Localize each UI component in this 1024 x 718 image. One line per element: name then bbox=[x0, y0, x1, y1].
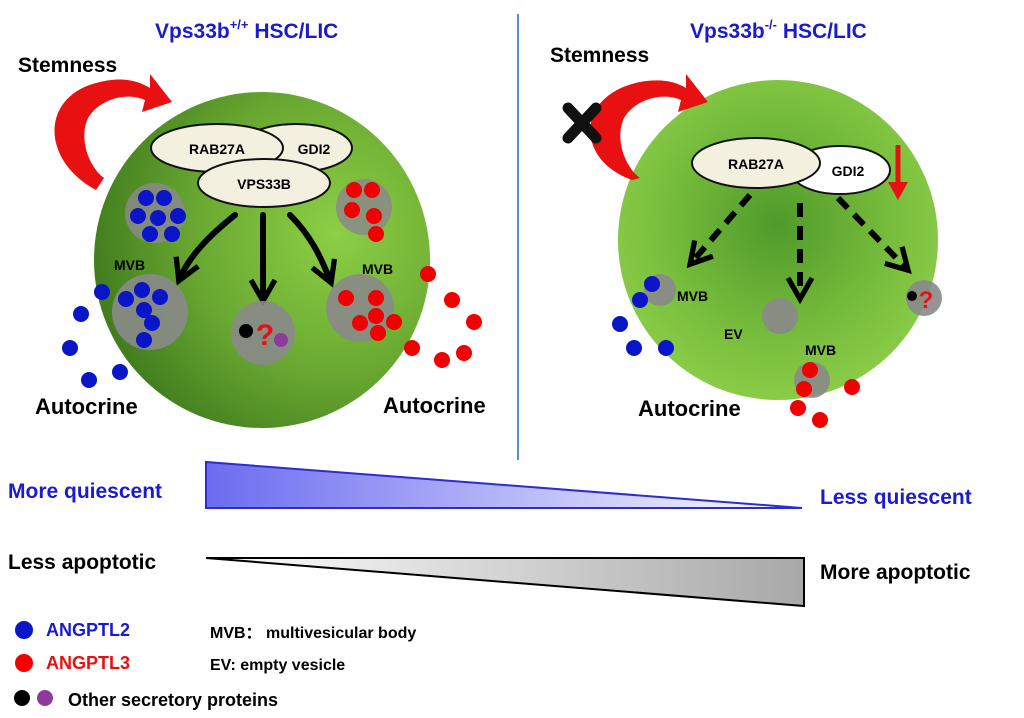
legend-angptl2-label: ANGPTL2 bbox=[46, 620, 130, 640]
more-apoptotic-label: More apoptotic bbox=[820, 561, 971, 584]
right-rab27a-label: RAB27A bbox=[728, 156, 784, 172]
legend-angptl3-label: ANGPTL3 bbox=[46, 653, 130, 673]
right-question-mark: ? bbox=[919, 287, 934, 314]
block-x-icon bbox=[562, 102, 602, 144]
left-panel: Vps33b+/+ HSC/LIC Stemness RAB27A GDI2 V… bbox=[18, 17, 486, 428]
left-mvb-label-2: MVB bbox=[362, 261, 393, 277]
apoptosis-gradient: Less apoptotic More apoptotic bbox=[8, 551, 971, 608]
right-mvb-label-2: MVB bbox=[805, 342, 836, 358]
legend-other-black-swatch bbox=[14, 690, 30, 706]
legend-other-label: Other secretory proteins bbox=[68, 690, 278, 710]
right-rab27a-ellipse bbox=[691, 137, 821, 189]
legend: ANGPTL2 ANGPTL3 Other secretory proteins… bbox=[14, 620, 416, 710]
left-vps33b-label: VPS33B bbox=[237, 176, 291, 192]
left-autocrine-1: Autocrine bbox=[35, 394, 138, 419]
left-vesicle-question bbox=[231, 301, 295, 365]
legend-angptl3-swatch bbox=[15, 654, 33, 672]
quiescence-gradient: More quiescent Less quiescent bbox=[8, 460, 972, 509]
apoptosis-wedge bbox=[205, 557, 805, 608]
right-ev-label: EV bbox=[724, 326, 743, 342]
legend-ev-definition: EV: empty vesicle bbox=[210, 657, 345, 674]
left-title: Vps33b+/+ HSC/LIC bbox=[155, 17, 338, 43]
right-title: Vps33b-/- HSC/LIC bbox=[690, 17, 867, 43]
quiescence-wedge bbox=[205, 460, 803, 509]
left-vesicle-top-red bbox=[336, 179, 392, 235]
legend-mvb-definition: MVB： multivesicular body bbox=[210, 625, 416, 642]
right-stemness-label: Stemness bbox=[550, 44, 649, 67]
left-question-mark: ? bbox=[256, 319, 274, 352]
right-stemness-arrow bbox=[590, 74, 708, 180]
right-dots bbox=[612, 276, 917, 428]
legend-angptl2-swatch bbox=[15, 621, 33, 639]
more-quiescent-label: More quiescent bbox=[8, 480, 162, 503]
left-rab27a-label: RAB27A bbox=[189, 141, 245, 157]
legend-other-purple-swatch bbox=[37, 690, 53, 706]
left-stemness-label: Stemness bbox=[18, 54, 117, 77]
left-gdi2-label: GDI2 bbox=[298, 141, 331, 157]
right-gdi2-label: GDI2 bbox=[832, 163, 865, 179]
right-panel: Vps33b-/- HSC/LIC Stemness RAB27A GDI2 M… bbox=[550, 17, 942, 428]
right-pathway-arrows bbox=[686, 193, 912, 305]
less-apoptotic-label: Less apoptotic bbox=[8, 551, 157, 574]
right-autocrine: Autocrine bbox=[638, 396, 741, 421]
left-pathway-arrows bbox=[173, 212, 338, 307]
right-mvb-label-1: MVB bbox=[677, 288, 708, 304]
less-quiescent-label: Less quiescent bbox=[820, 486, 972, 509]
left-vps33b-ellipse bbox=[197, 158, 331, 208]
right-ev bbox=[762, 298, 798, 334]
right-vesicle-question bbox=[906, 280, 942, 316]
left-stemness-arrow bbox=[54, 74, 173, 190]
decrease-arrow-icon bbox=[888, 145, 908, 200]
left-dots bbox=[62, 182, 482, 388]
left-autocrine-2: Autocrine bbox=[383, 393, 486, 418]
left-mvb-label-1: MVB bbox=[114, 257, 145, 273]
